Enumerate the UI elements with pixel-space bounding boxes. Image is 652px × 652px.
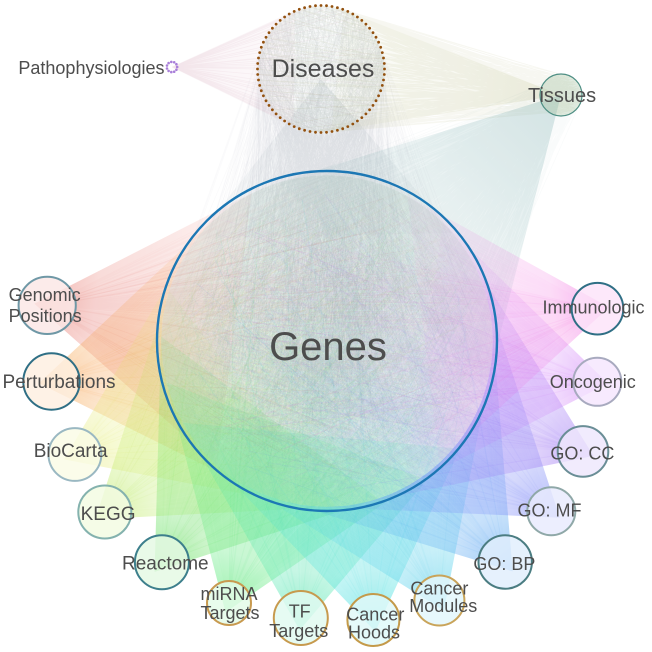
svg-text:Diseases: Diseases — [272, 55, 375, 83]
svg-text:Oncogenic: Oncogenic — [550, 372, 636, 392]
svg-text:miRNA: miRNA — [201, 584, 258, 604]
svg-text:Modules: Modules — [409, 596, 477, 616]
svg-text:Cancer: Cancer — [346, 605, 404, 625]
svg-text:Hoods: Hoods — [348, 623, 400, 643]
svg-text:Targets: Targets — [200, 603, 259, 623]
svg-text:GO: BP: GO: BP — [473, 554, 535, 574]
svg-text:KEGG: KEGG — [81, 504, 136, 525]
svg-text:Cancer: Cancer — [410, 579, 468, 599]
svg-text:Pathophysiologies: Pathophysiologies — [18, 58, 164, 78]
svg-text:Genomic: Genomic — [9, 285, 81, 305]
svg-text:Targets: Targets — [269, 621, 328, 641]
svg-text:Perturbations: Perturbations — [3, 372, 116, 393]
svg-text:Genes: Genes — [269, 325, 387, 369]
svg-text:BioCarta: BioCarta — [34, 441, 108, 462]
svg-text:GO: CC: GO: CC — [550, 444, 614, 464]
svg-text:Tissues: Tissues — [528, 85, 596, 107]
svg-text:Immunologic: Immunologic — [543, 298, 645, 318]
svg-text:Positions: Positions — [9, 306, 82, 326]
svg-text:Reactome: Reactome — [122, 554, 209, 575]
svg-text:TF: TF — [289, 602, 311, 622]
svg-text:GO: MF: GO: MF — [518, 501, 582, 521]
